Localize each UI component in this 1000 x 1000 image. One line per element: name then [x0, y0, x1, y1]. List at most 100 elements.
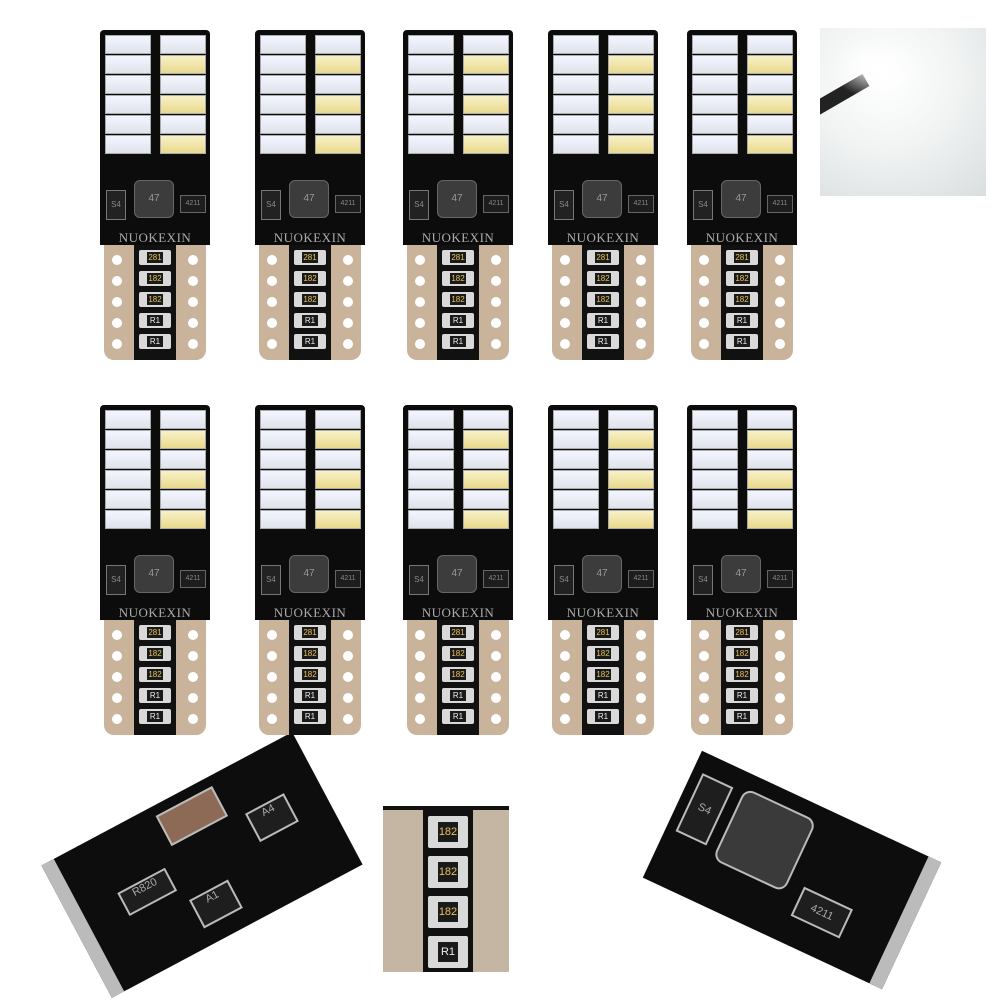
led-chip	[463, 490, 509, 509]
resistor: 182	[294, 271, 326, 286]
led-chip	[260, 470, 306, 489]
resistor: 182	[139, 271, 171, 286]
resistor: 182	[428, 816, 468, 848]
detail-driver-left: R820 A4 A1	[41, 732, 363, 998]
base-hole	[699, 672, 709, 682]
resistor-code: 182	[438, 822, 458, 842]
resistor: R1	[442, 688, 474, 703]
resistor-code: 182	[302, 273, 318, 284]
base-hole	[560, 276, 570, 286]
led-chip	[260, 55, 306, 74]
resistor: R1	[442, 709, 474, 724]
resistor-code: R1	[734, 336, 750, 347]
chip: 4211	[180, 195, 206, 213]
base-hole	[188, 630, 198, 640]
resistor: 182	[294, 646, 326, 661]
base-hole	[188, 339, 198, 349]
led-chip	[692, 35, 738, 54]
base-hole	[636, 630, 646, 640]
base-hole	[188, 672, 198, 682]
resistor: 281	[726, 625, 758, 640]
base-hole	[560, 255, 570, 265]
led-chip	[747, 430, 793, 449]
resistor-code: 182	[734, 669, 750, 680]
base-hole	[415, 651, 425, 661]
resistor: 182	[139, 667, 171, 682]
led-chip	[408, 410, 454, 429]
resistor-code: R1	[450, 711, 466, 722]
led-chip	[105, 510, 151, 529]
led-chip	[105, 450, 151, 469]
base-hole	[775, 339, 785, 349]
led-chip	[160, 115, 206, 134]
light-glow	[830, 38, 920, 98]
resistor: 281	[587, 625, 619, 640]
led-chip	[408, 35, 454, 54]
led-chip	[105, 410, 151, 429]
led-chip	[553, 470, 599, 489]
led-chip	[553, 95, 599, 114]
chip: 4211	[767, 195, 793, 213]
led-chip	[747, 470, 793, 489]
diode: S4	[106, 565, 126, 595]
base-hole	[636, 318, 646, 328]
base-hole	[491, 339, 501, 349]
base-hole	[636, 714, 646, 724]
base-hole	[699, 297, 709, 307]
resistor-code: 182	[438, 862, 458, 882]
led-chip	[315, 115, 361, 134]
led-chip	[608, 115, 654, 134]
inductor	[712, 787, 818, 893]
chip: 4211	[483, 570, 509, 588]
resistor: 281	[442, 250, 474, 265]
led-chip	[553, 55, 599, 74]
watermark: NUOKEXIN	[705, 605, 779, 620]
base-hole	[775, 318, 785, 328]
resistor: R1	[587, 313, 619, 328]
base-hole	[343, 693, 353, 703]
base-hole	[636, 339, 646, 349]
led-chip	[692, 470, 738, 489]
resistor: 182	[587, 271, 619, 286]
led-chip	[260, 490, 306, 509]
resistor-code: 281	[734, 627, 750, 638]
base-hole	[775, 651, 785, 661]
resistor-code: R1	[302, 711, 318, 722]
base-hole	[699, 276, 709, 286]
led-chip	[553, 410, 599, 429]
base-hole	[560, 651, 570, 661]
base-hole	[415, 693, 425, 703]
resistor: 182	[726, 667, 758, 682]
resistor-code: 182	[734, 273, 750, 284]
led-chip	[260, 510, 306, 529]
resistor-code: R1	[147, 690, 163, 701]
resistor: R1	[139, 688, 171, 703]
resistor: 182	[726, 271, 758, 286]
led-chip	[692, 55, 738, 74]
base-hole	[775, 714, 785, 724]
led-chip	[105, 430, 151, 449]
resistor-code: 182	[147, 294, 163, 305]
resistor-code: 281	[450, 627, 466, 638]
led-chip	[160, 55, 206, 74]
led-chip	[553, 490, 599, 509]
led-chip	[105, 470, 151, 489]
base-hole	[267, 276, 277, 286]
base-hole	[267, 651, 277, 661]
resistor-code: 182	[450, 273, 466, 284]
resistor: 182	[428, 896, 468, 928]
resistor: R1	[294, 688, 326, 703]
chip: 4211	[628, 570, 654, 588]
base-hole	[112, 276, 122, 286]
led-chip	[408, 95, 454, 114]
led-chip	[315, 135, 361, 154]
led-chip	[553, 135, 599, 154]
led-chip	[553, 115, 599, 134]
led-chip	[608, 490, 654, 509]
